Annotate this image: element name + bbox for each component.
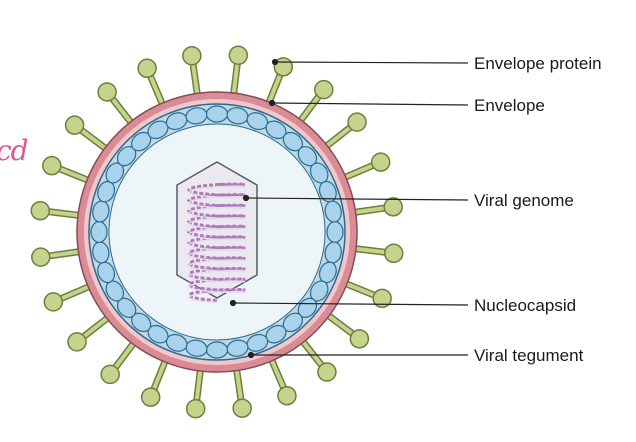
capsomer: [205, 341, 229, 359]
spike-head: [372, 288, 392, 309]
spike-head: [137, 58, 157, 79]
spike-stem-fill: [78, 127, 108, 151]
spike-stem-fill: [343, 162, 376, 180]
spike-head: [185, 398, 206, 419]
spike-stem-fill: [269, 358, 287, 391]
label-envelope: Envelope: [474, 96, 545, 115]
spike-head: [383, 243, 404, 264]
spike-stem-fill: [326, 313, 356, 337]
spike-head: [43, 292, 64, 312]
capsomer: [90, 220, 108, 244]
leader-dot: [229, 299, 237, 307]
spike-stem-fill: [46, 249, 81, 259]
spike-head: [277, 385, 297, 406]
capsomer: [205, 105, 229, 123]
label-envelope-protein: Envelope protein: [474, 54, 602, 73]
spike-stem-fill: [353, 246, 389, 255]
spike-head: [228, 45, 249, 66]
spike-head: [97, 82, 117, 102]
genome-strand: [186, 182, 246, 303]
capsomer: [326, 220, 344, 244]
genome-strand-highlight: [188, 185, 246, 304]
capsomer: [324, 200, 342, 223]
spike-head: [140, 387, 161, 407]
spike-stem-fill: [298, 93, 322, 123]
spike-head: [370, 152, 391, 172]
spike-head: [232, 398, 252, 418]
spike-stem-fill: [353, 205, 388, 215]
spike-stem-fill: [151, 359, 168, 393]
spike-stem-fill: [45, 209, 81, 218]
tegument-capsomers: [90, 105, 344, 359]
spike-stem-fill: [266, 71, 283, 105]
spike-stem-fill: [190, 61, 200, 96]
leader-dot: [271, 58, 279, 66]
handwritten-annotation: cd: [0, 134, 29, 167]
spike-head: [349, 329, 370, 349]
spike-head: [182, 46, 202, 66]
spike-head: [30, 200, 51, 221]
spike-head: [383, 197, 403, 217]
label-viral-genome: Viral genome: [474, 191, 574, 210]
leader-dot: [268, 99, 276, 107]
viral-genome-coil: [186, 182, 246, 304]
spike-head: [317, 362, 337, 382]
leader-envelope-protein: [274, 61, 469, 64]
nucleocapsid-hexagon: [176, 161, 258, 299]
spike-head: [64, 115, 85, 135]
spike-stem-fill: [344, 281, 378, 298]
spike-head: [347, 112, 367, 132]
spike-stem-fill: [109, 95, 134, 125]
leader-nucleocapsid: [232, 302, 469, 306]
spike-stem-fill: [231, 60, 240, 96]
leader-dot: [247, 351, 255, 359]
spike-stem-fill: [300, 339, 325, 369]
spike-head: [42, 155, 62, 176]
leader-dot: [242, 194, 250, 202]
spike-stem-fill: [194, 368, 203, 404]
spike-head: [100, 364, 120, 385]
spike-stem-fill: [112, 341, 136, 371]
envelope-spikes: [30, 45, 404, 419]
spike-stem-fill: [147, 73, 165, 106]
leader-lines: [229, 58, 469, 359]
spike-head: [31, 247, 51, 267]
spike-stem-fill: [58, 284, 91, 302]
spike-stem-fill: [234, 368, 244, 403]
leader-envelope: [271, 102, 469, 106]
spike-head: [314, 79, 334, 100]
spike-stem-fill: [324, 124, 354, 149]
spike-stem-fill: [80, 315, 110, 340]
spike-stem-fill: [56, 166, 90, 183]
leader-viral-genome: [245, 197, 469, 201]
label-nucleocapsid: Nucleocapsid: [474, 296, 577, 315]
spike-head: [67, 332, 87, 352]
label-viral-tegument: Viral tegument: [474, 346, 584, 365]
